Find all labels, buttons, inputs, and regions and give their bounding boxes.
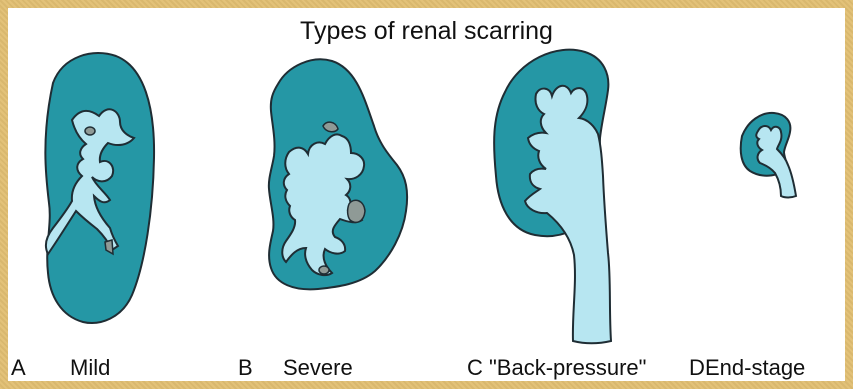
panel-c-letter: C <box>467 357 483 379</box>
kidney-back-pressure <box>494 50 611 344</box>
panel-a-label: Mild <box>70 357 110 379</box>
panel-b-label: Severe <box>283 357 353 379</box>
figure-panel: Types of renal scarring <box>8 8 845 381</box>
kidney-severe-scar-3 <box>319 266 329 274</box>
kidney-severe <box>269 59 407 289</box>
kidney-mild <box>45 53 154 323</box>
panel-a-letter: A <box>11 357 26 379</box>
panel-b-letter: B <box>238 357 253 379</box>
panel-d-label: End-stage <box>705 357 805 379</box>
kidney-diagram <box>8 8 845 381</box>
kidney-end-stage <box>741 113 796 198</box>
kidney-mild-scar <box>85 127 95 135</box>
panel-d-letter: D <box>689 357 705 379</box>
kidney-severe-scar-2 <box>348 200 365 222</box>
panel-c-label: "Back-pressure" <box>489 357 646 379</box>
kidney-end-stage-pelvis <box>756 126 796 198</box>
